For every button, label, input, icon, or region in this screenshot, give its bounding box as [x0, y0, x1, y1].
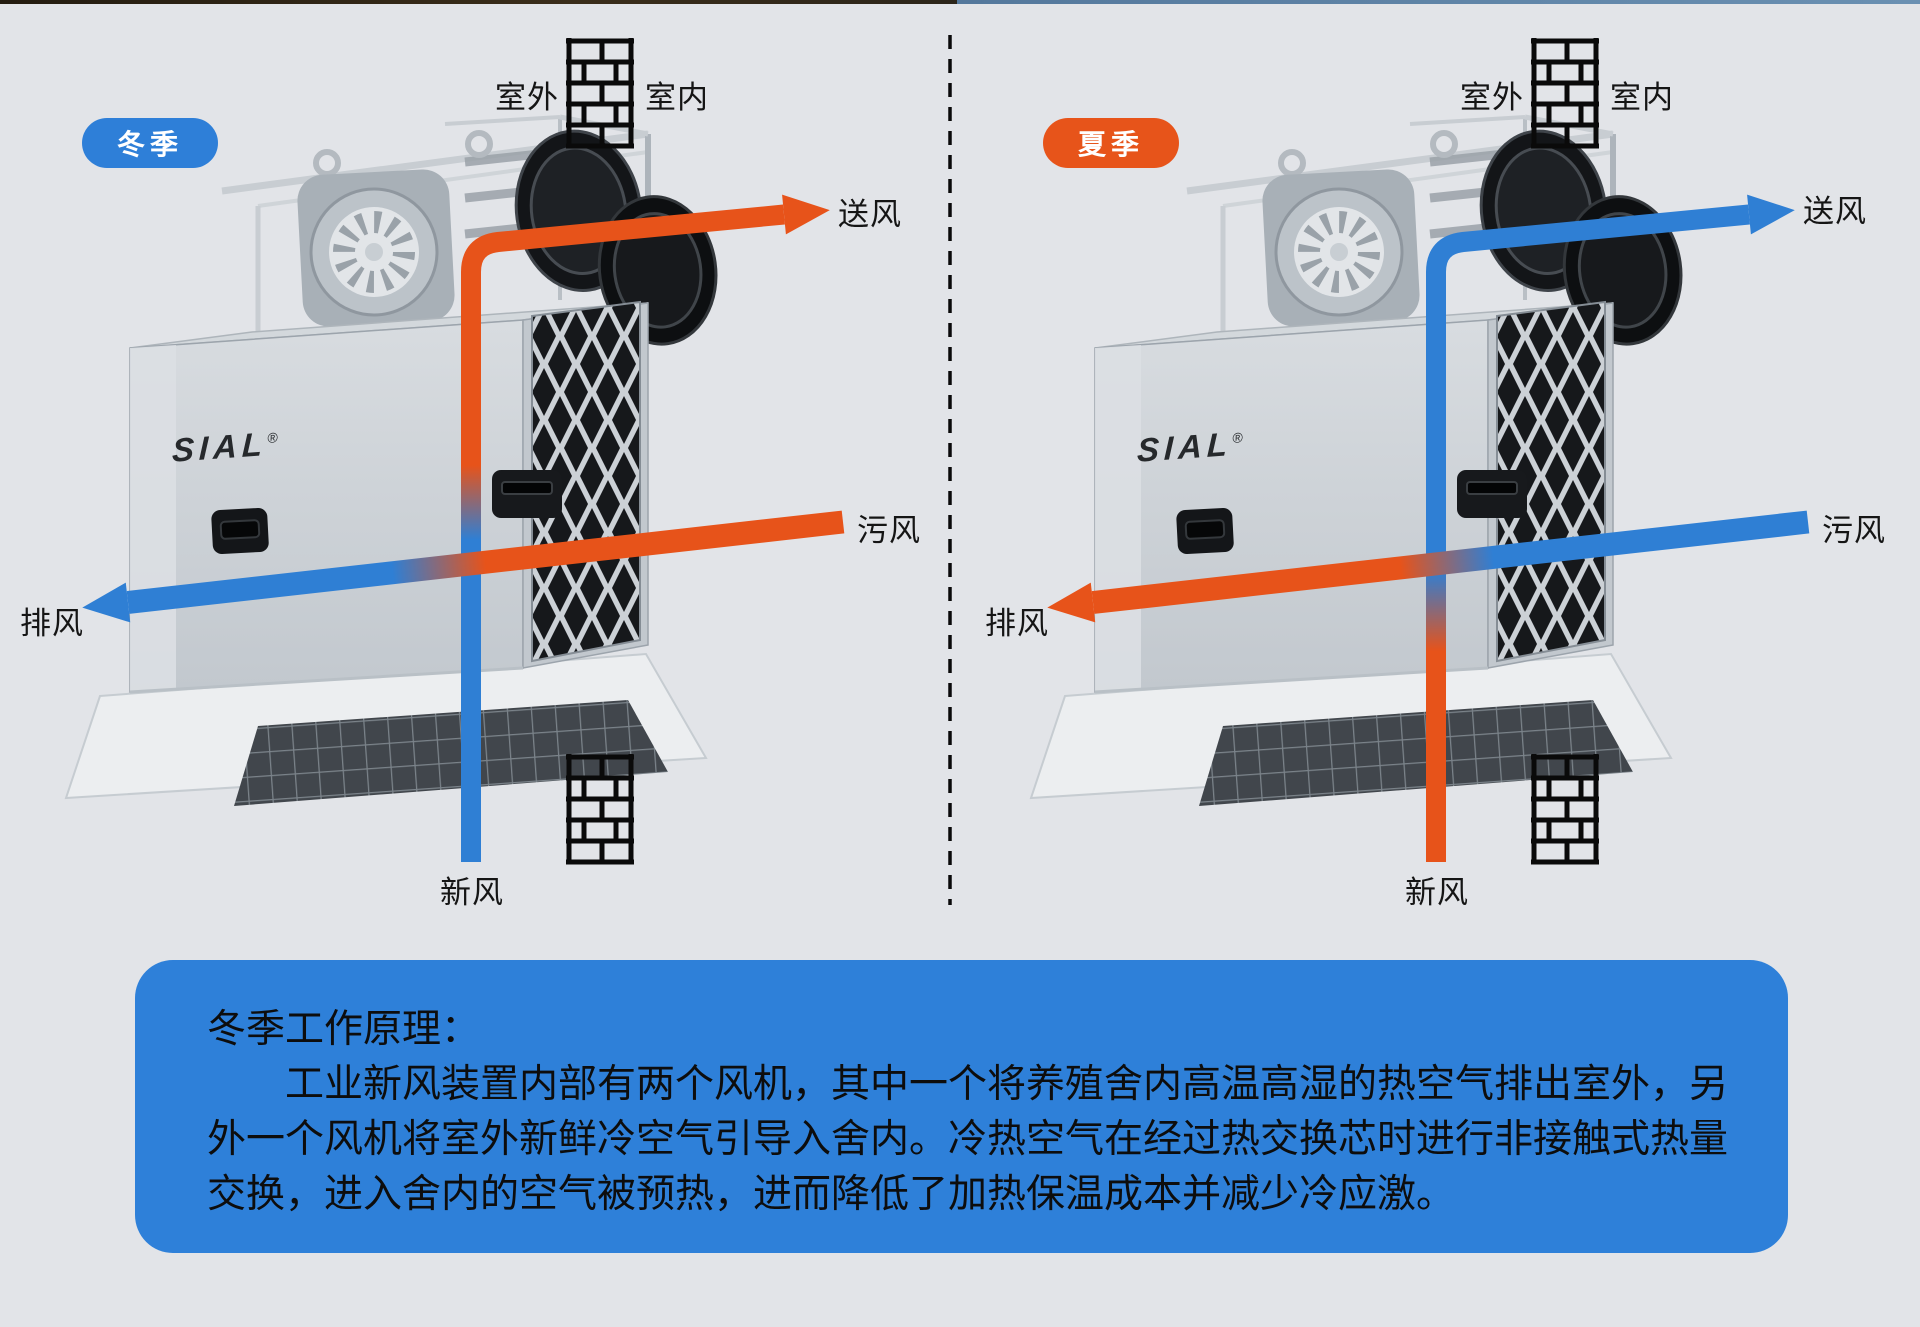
- summer-exhaust-arrow: [1047, 510, 1810, 623]
- info-box-body: 工业新风装置内部有两个风机，其中一个将养殖舍内高温高湿的热空气排出室外，另外一个…: [207, 1063, 1729, 1216]
- winter-outdoor-label: 室外: [495, 80, 559, 115]
- top-edge-artifact-right: [957, 0, 1920, 4]
- summer-fresh-air-label: 新风: [1405, 875, 1469, 910]
- winter-exhaust-arrow: [82, 510, 845, 623]
- unit-summer: [1031, 114, 1690, 806]
- winter-fresh-air-label: 新风: [440, 875, 504, 910]
- winter-dirty-air-label: 污风: [857, 513, 921, 548]
- winter-badge: 冬季: [82, 118, 218, 168]
- summer-supply-arrow: [1426, 194, 1795, 862]
- summer-dirty-air-label: 污风: [1822, 513, 1886, 548]
- brand-logo-text: SIAL: [171, 424, 268, 469]
- summer-supply-air-label: 送风: [1803, 194, 1867, 229]
- brand-logo-winter: SIAL®: [171, 424, 278, 470]
- brand-logo-summer: SIAL®: [1136, 424, 1243, 470]
- brand-logo-text: SIAL: [1136, 424, 1233, 469]
- registered-mark-icon: ®: [1231, 429, 1243, 447]
- summer-outdoor-label: 室外: [1460, 80, 1524, 115]
- summer-badge: 夏季: [1043, 118, 1179, 168]
- winter-supply-arrow: [461, 194, 830, 862]
- winter-indoor-label: 室内: [645, 80, 709, 115]
- unit-winter: [66, 114, 725, 806]
- info-box-title: 冬季工作原理：: [207, 1008, 481, 1051]
- summer-exhaust-air-label: 排风: [985, 606, 1049, 641]
- summer-indoor-label: 室内: [1610, 80, 1674, 115]
- registered-mark-icon: ®: [266, 429, 278, 447]
- winter-exhaust-air-label: 排风: [20, 606, 84, 641]
- top-edge-artifact-left: [0, 0, 957, 4]
- winter-supply-air-label: 送风: [838, 197, 902, 232]
- winter-principle-info-box: 冬季工作原理： 工业新风装置内部有两个风机，其中一个将养殖舍内高温高湿的热空气排…: [135, 960, 1788, 1253]
